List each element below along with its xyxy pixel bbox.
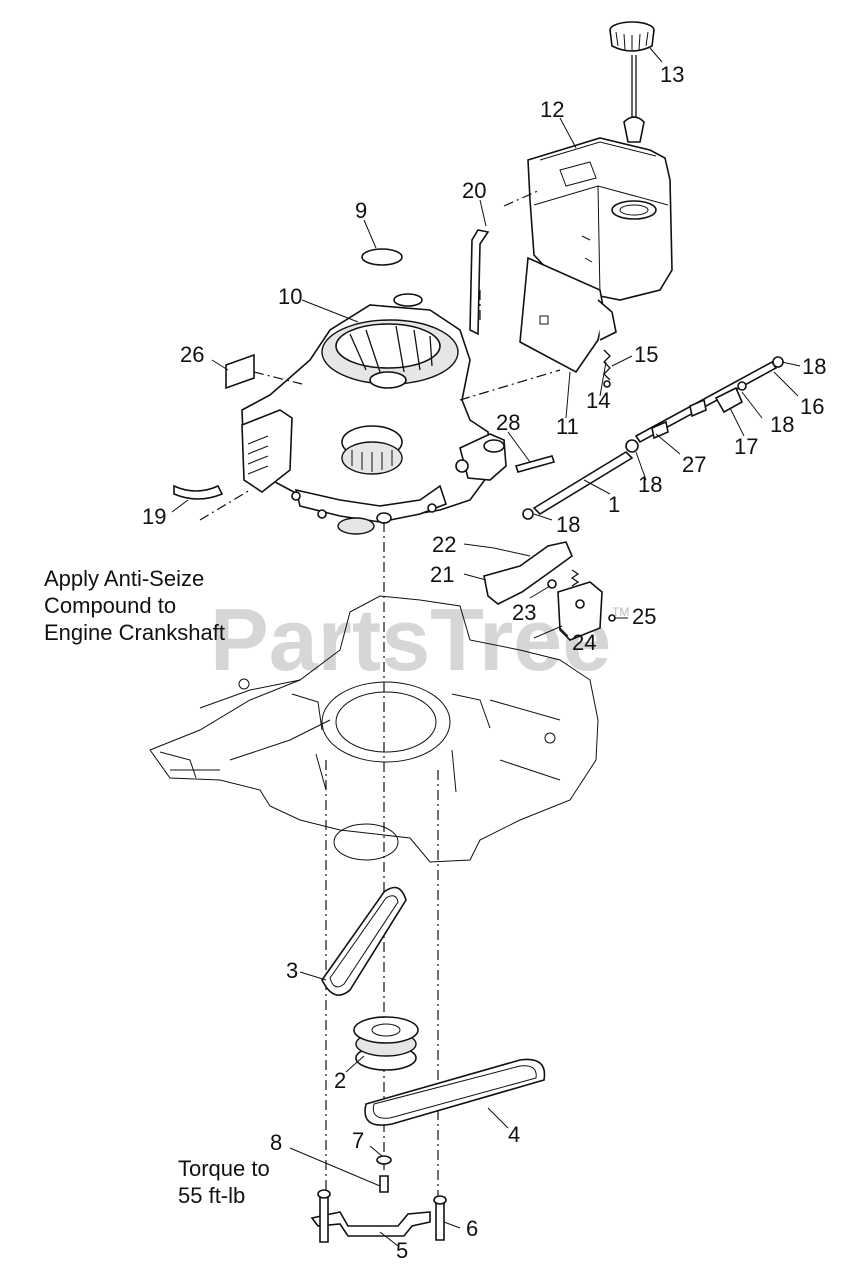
callout-23[interactable]: 23 <box>512 600 536 625</box>
tank-bracket[interactable] <box>519 256 617 374</box>
callout-2[interactable]: 2 <box>334 1068 346 1093</box>
engine[interactable] <box>241 293 507 535</box>
callout-7[interactable]: 7 <box>352 1128 364 1153</box>
svg-text:55 ft-lb: 55 ft-lb <box>178 1183 245 1208</box>
bracket-24[interactable] <box>533 569 616 641</box>
callout-18d[interactable]: 18 <box>556 512 580 537</box>
watermark: PartsTree <box>210 590 611 689</box>
callout-11[interactable]: 11 <box>556 414 579 439</box>
fuel-hose[interactable] <box>469 229 490 336</box>
linkage-rod[interactable] <box>625 356 784 453</box>
callout-12[interactable]: 12 <box>540 97 564 122</box>
callout-18c[interactable]: 18 <box>638 472 662 497</box>
fuel-cap[interactable] <box>609 21 655 143</box>
callout-17[interactable]: 17 <box>734 434 758 459</box>
svg-text:Apply Anti-Seize: Apply Anti-Seize <box>44 566 204 591</box>
anti-seize-note: Apply Anti-Seize Compound to Engine Cran… <box>44 566 225 645</box>
callout-24[interactable]: 24 <box>572 630 596 655</box>
callout-13[interactable]: 13 <box>660 62 684 87</box>
torque-note: Torque to 55 ft-lb <box>178 1156 270 1208</box>
shaft-1[interactable] <box>532 450 634 516</box>
callout-25[interactable]: 25 <box>632 604 656 629</box>
svg-text:Torque to: Torque to <box>178 1156 270 1181</box>
callout-8[interactable]: 8 <box>270 1130 282 1155</box>
svg-text:Compound to: Compound to <box>44 593 176 618</box>
callout-3[interactable]: 3 <box>286 958 298 983</box>
callout-16[interactable]: 16 <box>800 394 824 419</box>
plate-5[interactable] <box>310 1189 447 1243</box>
callout-20[interactable]: 20 <box>462 178 486 203</box>
callout-15[interactable]: 15 <box>634 342 658 367</box>
callout-14[interactable]: 14 <box>586 388 610 413</box>
callout-6[interactable]: 6 <box>466 1216 478 1241</box>
callout-9[interactable]: 9 <box>355 198 367 223</box>
callout-19[interactable]: 19 <box>142 504 166 529</box>
bolt-8[interactable] <box>379 1175 389 1193</box>
callouts: 13 12 20 9 10 26 15 18 16 14 11 18 28 17… <box>142 62 826 1263</box>
callout-18a[interactable]: 18 <box>802 354 826 379</box>
decal-oval[interactable] <box>361 248 403 266</box>
callout-27[interactable]: 27 <box>682 452 706 477</box>
leader-lines <box>171 47 801 1247</box>
spacer-28[interactable] <box>514 455 556 473</box>
pulley-2[interactable] <box>353 1016 419 1071</box>
svg-text:Engine Crankshaft: Engine Crankshaft <box>44 620 225 645</box>
belt-3[interactable] <box>321 886 407 996</box>
washer-18d[interactable] <box>522 508 534 520</box>
callout-21[interactable]: 21 <box>430 562 454 587</box>
baffle[interactable] <box>173 484 224 500</box>
callout-28[interactable]: 28 <box>496 410 520 435</box>
fuel-tank[interactable] <box>527 137 673 301</box>
callout-22[interactable]: 22 <box>432 532 456 557</box>
callout-1[interactable]: 1 <box>608 492 620 517</box>
spring-15[interactable] <box>603 349 611 388</box>
watermark-tm: TM <box>612 605 629 619</box>
bolt-22[interactable] <box>493 547 531 557</box>
callout-5[interactable]: 5 <box>396 1238 408 1263</box>
chassis-frame <box>149 595 599 863</box>
bracket-21[interactable] <box>483 541 573 605</box>
callout-26[interactable]: 26 <box>180 342 204 367</box>
decal-26[interactable] <box>225 353 255 390</box>
callout-10[interactable]: 10 <box>278 284 302 309</box>
callout-4[interactable]: 4 <box>508 1122 520 1147</box>
callout-18b[interactable]: 18 <box>770 412 794 437</box>
washer-7[interactable] <box>376 1155 392 1165</box>
belt-4[interactable] <box>364 1058 546 1126</box>
